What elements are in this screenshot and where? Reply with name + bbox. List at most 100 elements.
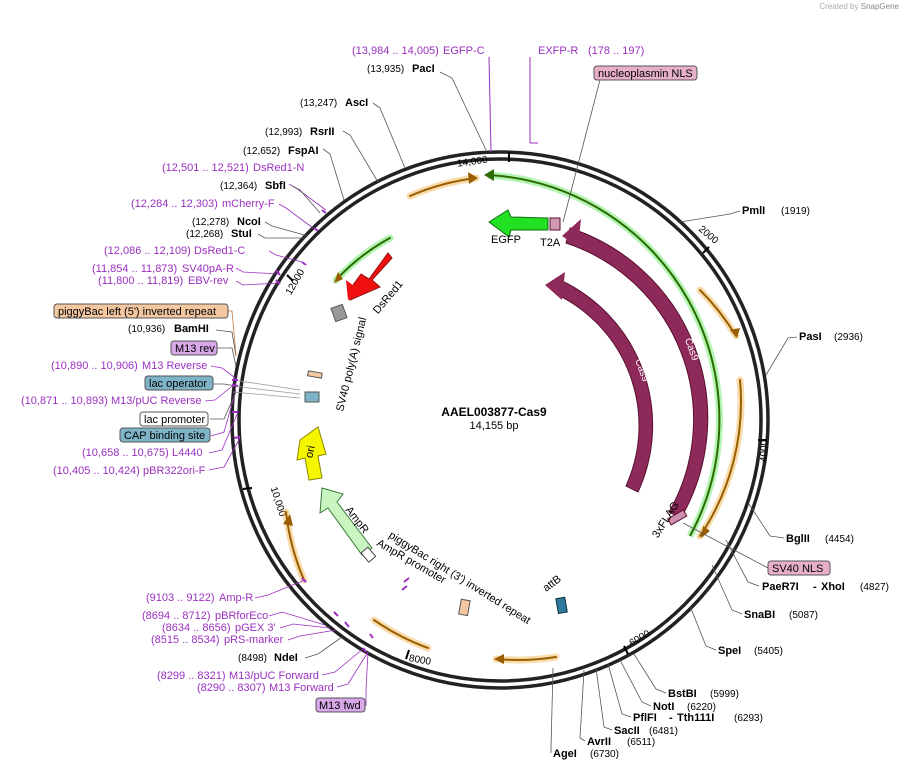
ori-label: ori <box>303 445 317 459</box>
sv40-polya-label: SV40 poly(A) signal <box>334 316 369 413</box>
site-rsrii-pos: (12,993) <box>265 127 302 138</box>
right-site-labels: PmlI (1919) PasI (2936) BglII (4454) Pae… <box>553 205 889 760</box>
sv40-nls-label: SV40 NLS <box>772 563 823 575</box>
right-leaders <box>550 210 798 753</box>
site-sacii-pos: (6481) <box>649 726 678 737</box>
primer-m13forward-pos: (8290 .. 8307) <box>197 682 266 694</box>
tick-8000: 8000 <box>408 653 432 668</box>
snapgene-credit: Created by SnapGene <box>819 2 899 11</box>
site-pflfi-sep: - <box>669 712 673 724</box>
site-asci: AscI <box>345 97 368 109</box>
site-noti-pos: (6220) <box>687 702 716 713</box>
site-pasi-pos: (2936) <box>834 332 863 343</box>
site-pasi: PasI <box>799 331 822 343</box>
site-fspai-pos: (12,652) <box>243 146 280 157</box>
exfpr-pos: (178 .. 197) <box>588 45 644 57</box>
egfp-label: EGFP <box>491 234 521 246</box>
site-snabi: SnaBI <box>744 609 775 621</box>
attb-label: attB <box>541 573 564 594</box>
top-features: (13,984 .. 14,005) EGFP-C EXFP-R (178 ..… <box>352 45 644 153</box>
site-paer7i-pos: (4827) <box>860 582 889 593</box>
m13-rev-label: M13 rev <box>175 343 215 355</box>
ampr-feature: AmpR AmpR promoter <box>319 487 448 587</box>
site-bglii-pos: (4454) <box>825 534 854 545</box>
primer-prsmarker-pos: (8515 .. 8534) <box>151 634 220 646</box>
primer-m13reverse: M13 Reverse <box>142 360 207 372</box>
site-noti: NotI <box>653 701 674 713</box>
primer-prsmarker: pRS-marker <box>224 634 284 646</box>
site-tth111i: Tth111I <box>677 712 714 724</box>
primer-ampr-pos: (9103 .. 9122) <box>146 592 215 604</box>
site-pmli: PmlI <box>742 205 765 217</box>
site-paer7i: PaeR7I <box>762 581 799 593</box>
primer-sv40par-pos: (11,854 .. 11,873) <box>92 263 177 275</box>
primer-pgex3-pos: (8634 .. 8656) <box>162 622 231 634</box>
dsred1-feature: DsRed1 <box>330 252 406 323</box>
primer-pbrforeco-pos: (8694 .. 8712) <box>142 610 211 622</box>
site-ncoi: NcoI <box>237 216 261 228</box>
site-xhoi: XhoI <box>821 581 845 593</box>
site-rsrii: RsrII <box>310 126 334 138</box>
site-bstbi: BstBI <box>668 688 697 700</box>
left-site-labels: (13,935) PacI (13,247) AscI (12,993) Rsr… <box>21 63 435 694</box>
site-ndei-pos: (8498) <box>238 653 267 664</box>
ori-feature: ori <box>296 426 327 481</box>
site-stui-pos: (12,268) <box>186 229 223 240</box>
primer-ebvrev-pos: (11,800 .. 11,819) <box>98 275 183 287</box>
site-asci-pos: (13,247) <box>300 98 337 109</box>
plasmid-name: AAEL003877-Cas9 <box>441 405 547 419</box>
site-bstbi-pos: (5999) <box>710 689 739 700</box>
site-bamhi: BamHI <box>174 323 209 335</box>
plasmid-size: 14,155 bp <box>470 420 519 432</box>
site-ndei: NdeI <box>274 652 298 664</box>
egfpc-pos: (13,984 .. 14,005) <box>352 45 439 57</box>
egfpc-name: EGFP-C <box>443 45 485 57</box>
cas9-feature: Cas9 Cas9 3xFLAG <box>545 219 709 540</box>
primer-marks <box>231 209 410 653</box>
site-stui: StuI <box>231 228 252 240</box>
primer-sv40par: SV40pA-R <box>182 263 234 275</box>
lac-mark <box>304 391 320 403</box>
sv40-polya-mark <box>307 370 323 379</box>
primer-l4440: L4440 <box>172 447 203 459</box>
primer-pbrforeco: pBRforEco <box>215 610 268 622</box>
site-pflfi: PflFI <box>633 712 657 724</box>
t2a-label: T2A <box>540 237 561 249</box>
primer-dsred1c: DsRed1-C <box>194 245 245 257</box>
site-paci: PacI <box>412 63 435 75</box>
site-paer7i-sep: - <box>813 581 817 593</box>
site-bamhi-pos: (10,936) <box>128 324 165 335</box>
primer-mcherryf-pos: (12,284 .. 12,303) <box>131 198 218 210</box>
site-pmli-pos: (1919) <box>781 206 810 217</box>
site-paci-pos: (13,935) <box>367 64 404 75</box>
left-leaders <box>204 71 487 706</box>
piggybac-right-mark <box>458 598 471 617</box>
primer-pgex3: pGEX 3' <box>235 622 276 634</box>
primer-ebvrev: EBV-rev <box>188 275 229 287</box>
primer-m13pucforward: M13/pUC Forward <box>229 670 319 682</box>
site-sacii: SacII <box>614 725 640 737</box>
nucleoplasmin-nls-label: nucleoplasmin NLS <box>598 68 693 80</box>
primer-m13forward: M13 Forward <box>269 682 334 694</box>
backbone <box>230 150 770 690</box>
tick-4000: 4000 <box>759 439 771 462</box>
site-agei-pos: (6730) <box>590 749 619 760</box>
site-avrii: AvrII <box>587 736 611 748</box>
primer-pbr322orif-pos: (10,405 .. 10,424) <box>53 465 140 477</box>
site-agei: AgeI <box>553 748 577 760</box>
snapgene-logo-text: SnapGene <box>860 2 899 11</box>
piggybac-left-label: piggyBac left (5') inverted repeat <box>58 306 216 318</box>
primer-dsred1n-pos: (12,501 .. 12,521) <box>162 162 249 174</box>
primer-pbr322orif: pBR322ori-F <box>143 465 206 477</box>
site-sbfi-pos: (12,364) <box>220 181 257 192</box>
site-bglii: BglII <box>786 533 810 545</box>
site-spei-pos: (5405) <box>754 646 783 657</box>
m13-fwd-label: M13 fwd <box>319 700 361 712</box>
primer-m13reverse-pos: (10,890 .. 10,906) <box>51 360 138 372</box>
primer-ampr: Amp-R <box>219 592 253 604</box>
site-sbfi: SbfI <box>265 180 286 192</box>
tick-14000: 14,000 <box>456 155 488 170</box>
site-ncoi-pos: (12,278) <box>192 217 229 228</box>
egfp-feature: EGFP T2A <box>488 209 561 249</box>
